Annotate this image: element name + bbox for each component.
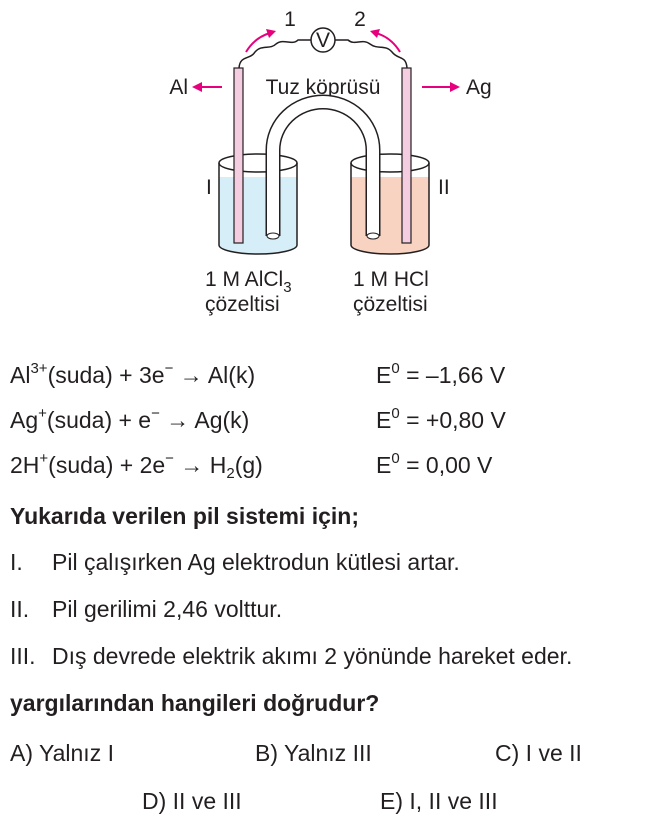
cell-2-label: II [438,176,450,199]
ag-arrow-icon [422,82,460,92]
direction-2-arrow-icon [370,29,401,53]
option-b[interactable]: B) Yalnız III [255,740,372,766]
right-solution-label: 1 M HCl [353,268,429,291]
half-reaction-h: 2H+(suda) + 2e− → H2(g) [10,450,263,482]
option-d[interactable]: D) II ve III [142,788,242,814]
statement-3: III.Dış devrede elektrik akımı 2 yönünde… [10,643,573,669]
voltmeter-icon [310,27,336,53]
voltmeter-label: V [316,29,330,52]
left-solution-label: 1 M AlCl3 [205,268,292,296]
question-intro: Yukarıda verilen pil sistemi için; [10,503,359,529]
wire [238,39,408,69]
galvanic-cell-diagram: V 1 2 Al Ag Tuz köprüsü I II [169,8,492,316]
direction-1-label: 1 [284,8,296,31]
direction-2-label: 2 [354,8,366,31]
al-arrow-icon [192,82,222,92]
al-electrode-label: Al [169,76,188,99]
statement-2: II.Pil gerilimi 2,46 volttur. [10,596,283,622]
question-prompt: yargılarından hangileri doğrudur? [10,690,380,716]
option-e[interactable]: E) I, II ve III [380,788,498,814]
option-c[interactable]: C) I ve II [495,740,582,766]
right-solution-label-2: çözeltisi [353,293,428,316]
half-reaction-al: Al3+(suda) + 3e− → Al(k) [10,360,256,388]
direction-1-arrow-icon [245,29,276,53]
half-reaction-ag: Ag+(suda) + e− → Ag(k) [10,405,250,433]
beaker-1 [218,153,298,255]
left-solution-label-2: çözeltisi [205,293,280,316]
potential-h: E0 = 0,00 V [376,450,493,478]
salt-bridge-label: Tuz köprüsü [266,76,381,99]
ag-electrode [401,67,412,244]
al-electrode [233,67,244,244]
cell-1-label: I [206,176,212,199]
option-a[interactable]: A) Yalnız I [10,740,114,766]
statement-1: I.Pil çalışırken Ag elektrodun kütlesi a… [10,549,460,575]
potential-ag: E0 = +0,80 V [376,405,506,433]
ag-electrode-label: Ag [466,76,492,99]
beaker-2 [350,153,430,255]
potential-al: E0 = –1,66 V [376,360,506,388]
